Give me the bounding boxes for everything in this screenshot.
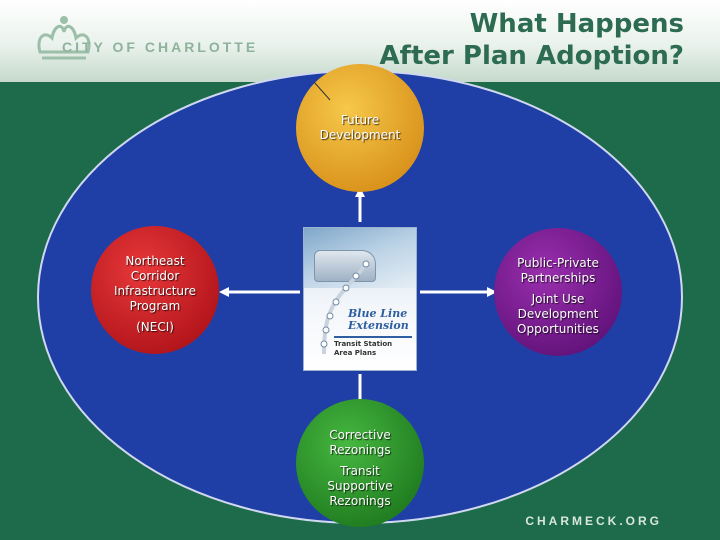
node-label: (NECI) bbox=[136, 319, 174, 334]
node-label: Infrastructure bbox=[113, 283, 197, 298]
node-circle-neci bbox=[91, 226, 219, 354]
node-future-development: Future Development bbox=[300, 98, 420, 158]
crown-logo-icon bbox=[37, 16, 91, 60]
node-label: Transit bbox=[340, 463, 380, 478]
node-circle-future-development bbox=[296, 64, 424, 192]
node-label: Rezonings bbox=[329, 493, 391, 508]
node-rezonings: Corrective Rezonings Transit Supportive … bbox=[300, 420, 420, 516]
footer-site[interactable]: CHARMECK.ORG bbox=[525, 514, 662, 528]
node-neci: Northeast Corridor Infrastructure Progra… bbox=[95, 246, 215, 342]
node-label: Opportunities bbox=[517, 321, 599, 336]
header-banner: CITY OF CHARLOTTE What Happens After Pla… bbox=[0, 0, 720, 82]
station-line-icon bbox=[320, 258, 370, 355]
node-label: Corrective bbox=[329, 427, 391, 442]
node-label: Partnerships bbox=[520, 270, 596, 285]
cover-title: Blue Line Extension bbox=[348, 308, 412, 332]
cover-title-line: Extension bbox=[348, 319, 409, 332]
node-label: Public-Private bbox=[517, 255, 599, 270]
slide-title-line-1: What Happens bbox=[469, 9, 684, 39]
node-label: Program bbox=[129, 298, 181, 313]
node-label: Rezonings bbox=[329, 442, 391, 457]
node-public-private: Public-Private Partnerships Joint Use De… bbox=[498, 250, 618, 342]
node-label: Joint Use bbox=[531, 291, 585, 306]
plan-document-cover: Blue Line Extension Transit Station Area… bbox=[304, 228, 416, 370]
cover-divider bbox=[334, 336, 412, 338]
cover-title-line: Blue Line bbox=[348, 307, 408, 320]
node-label: Northeast bbox=[125, 253, 185, 268]
cover-subtitle: Transit Station Area Plans bbox=[334, 340, 393, 357]
city-name: CITY OF CHARLOTTE bbox=[62, 39, 259, 55]
slide-title-line-2: After Plan Adoption? bbox=[379, 41, 684, 71]
node-label: Supportive bbox=[327, 478, 393, 493]
slide-title: What Happens After Plan Adoption? bbox=[380, 8, 684, 72]
pointer-line bbox=[313, 81, 331, 101]
node-circle-rezonings bbox=[296, 399, 424, 527]
node-label: Corridor bbox=[130, 268, 180, 283]
node-label: Development bbox=[319, 128, 401, 142]
node-label: Development bbox=[517, 306, 599, 321]
node-label: Future bbox=[340, 113, 380, 127]
node-circle-public-private bbox=[494, 228, 622, 356]
